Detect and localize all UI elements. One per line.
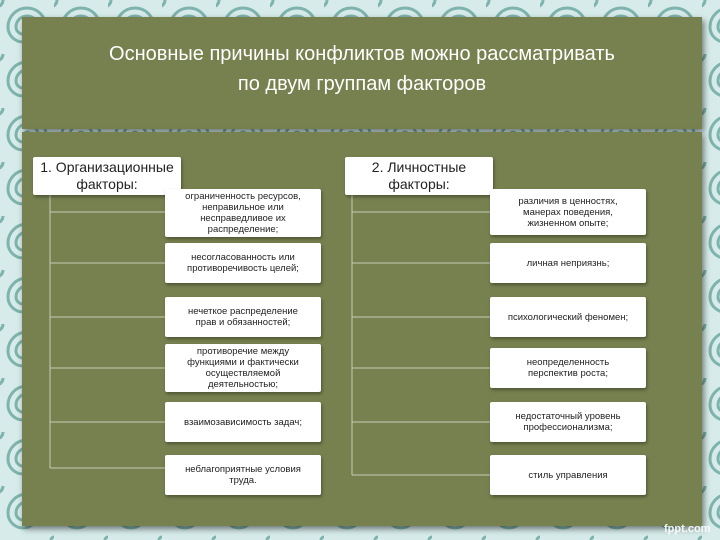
personal-factor-item: личная неприязнь; xyxy=(490,243,646,283)
heading-label: 1. Организационные факторы: xyxy=(40,159,174,192)
watermark-logo: fppt.com xyxy=(664,523,711,535)
personal-factor-item: различия в ценностях, манерах поведения,… xyxy=(490,189,646,235)
org-factor-item: несогласованность или противоречивость ц… xyxy=(165,243,321,283)
org-factor-item: нечеткое распределение прав и обязанност… xyxy=(165,297,321,337)
org-factor-item: неблагоприятные условия труда. xyxy=(165,455,321,495)
personal-factor-item: психологический феномен; xyxy=(490,297,646,337)
personal-factor-item: неопределенность перспектив роста; xyxy=(490,348,646,388)
org-factor-item: ограниченность ресурсов, неправильное ил… xyxy=(165,189,321,237)
personal-factor-item: стиль управления xyxy=(490,455,646,495)
personal-factor-item: недостаточный уровень профессионализма; xyxy=(490,402,646,442)
personal-factors-heading: 2. Личностные факторы: xyxy=(345,157,493,195)
org-factor-item: взаимозависимость задач; xyxy=(165,402,321,442)
title-panel: Основные причины конфликтов можно рассма… xyxy=(22,17,702,129)
slide-title: Основные причины конфликтов можно рассма… xyxy=(109,43,615,95)
organizational-factors-heading: 1. Организационные факторы: xyxy=(33,157,181,195)
heading-label: 2. Личностные факторы: xyxy=(371,159,467,192)
org-factor-item: противоречие между функциями и фактическ… xyxy=(165,344,321,392)
